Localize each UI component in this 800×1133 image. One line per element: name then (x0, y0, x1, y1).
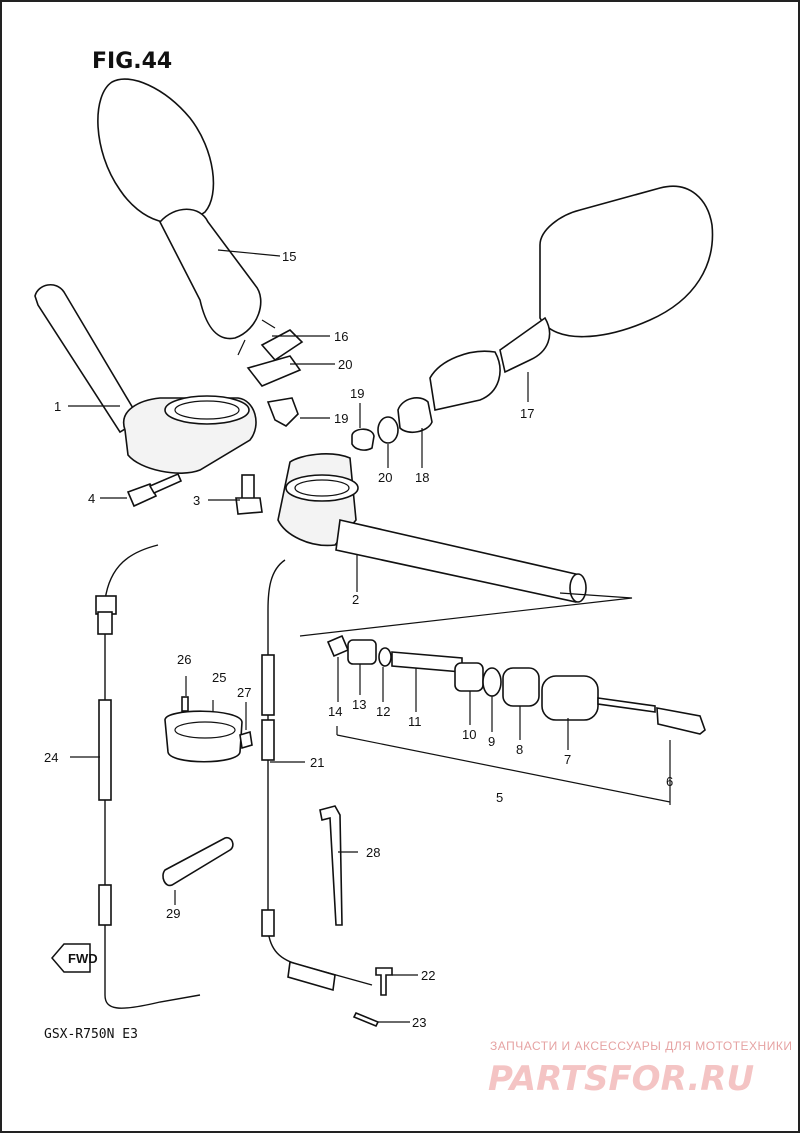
part-4-drawing (126, 472, 183, 508)
model-code: GSX-R750N E3 (44, 1027, 138, 1042)
mirror-left-drawing (97, 78, 276, 356)
watermark-caption: ЗАПЧАСТИ И АКСЕССУАРЫ ДЛЯ МОТОТЕХНИКИ (490, 1039, 792, 1053)
fwd-label: FWD (68, 951, 98, 966)
watermark: ЗАПЧАСТИ И АКСЕССУАРЫ ДЛЯ МОТОТЕХНИКИ PA… (488, 1039, 792, 1099)
callout-17: 17 (520, 406, 534, 421)
part-26-drawing (181, 696, 189, 712)
callout-10: 10 (462, 727, 476, 742)
callout-9: 9 (488, 734, 495, 749)
part-19-right-drawing (351, 428, 375, 451)
callout-1: 1 (54, 399, 61, 414)
callout-labels: 1 2 3 4 5 6 7 8 9 10 11 12 13 14 15 16 1… (44, 249, 673, 1030)
callout-16: 16 (334, 329, 348, 344)
callout-13: 13 (352, 697, 366, 712)
leader-lines (68, 249, 671, 1023)
callout-29: 29 (166, 906, 180, 921)
callout-24: 24 (44, 750, 58, 765)
callout-7: 7 (564, 752, 571, 767)
cable-21-drawing (261, 559, 373, 992)
callout-26: 26 (177, 652, 191, 667)
part-22-drawing (375, 967, 393, 996)
clamp-25-drawing (164, 710, 243, 763)
part-20-drawing (246, 355, 302, 387)
callout-5: 5 (496, 790, 503, 805)
callout-18: 18 (415, 470, 429, 485)
callout-22: 22 (421, 968, 435, 983)
part-28-drawing (319, 805, 343, 926)
part-29-drawing (162, 836, 234, 887)
part-20-right-drawing (377, 416, 399, 444)
callout-15: 15 (282, 249, 296, 264)
callout-23: 23 (412, 1015, 426, 1030)
callout-28: 28 (366, 845, 380, 860)
exploded-leader (299, 592, 633, 637)
mirror-right-drawing (429, 185, 714, 411)
part-23-drawing (352, 1011, 380, 1028)
callout-6: 6 (666, 774, 673, 789)
watermark-brand: PARTSFOR.RU (488, 1059, 754, 1099)
callout-8: 8 (516, 742, 523, 757)
callout-20-right: 20 (378, 470, 392, 485)
handlebar-right-drawing (277, 453, 587, 603)
part-19-drawing (266, 397, 299, 427)
cable-24-drawing (95, 544, 201, 1009)
part-3-drawing (235, 474, 263, 515)
callout-4: 4 (88, 491, 95, 506)
callout-11: 11 (408, 714, 422, 729)
callout-19-upper: 19 (334, 411, 348, 426)
part-27-drawing (239, 730, 253, 750)
handlebar-left-drawing (34, 284, 257, 474)
balancer-assembly-drawing (326, 634, 706, 735)
callout-21: 21 (310, 755, 324, 770)
callout-25: 25 (212, 670, 226, 685)
callout-19-right: 19 (350, 386, 364, 401)
figure-title: FIG.44 (92, 49, 172, 74)
callout-12: 12 (376, 704, 390, 719)
fwd-arrow-icon: FWD (51, 943, 98, 973)
part-16-drawing (260, 329, 304, 362)
callout-2: 2 (352, 592, 359, 607)
part-18-drawing (397, 397, 433, 434)
callout-3: 3 (193, 493, 200, 508)
callout-14: 14 (328, 704, 342, 719)
callout-20-upper: 20 (338, 357, 352, 372)
callout-27: 27 (237, 685, 251, 700)
